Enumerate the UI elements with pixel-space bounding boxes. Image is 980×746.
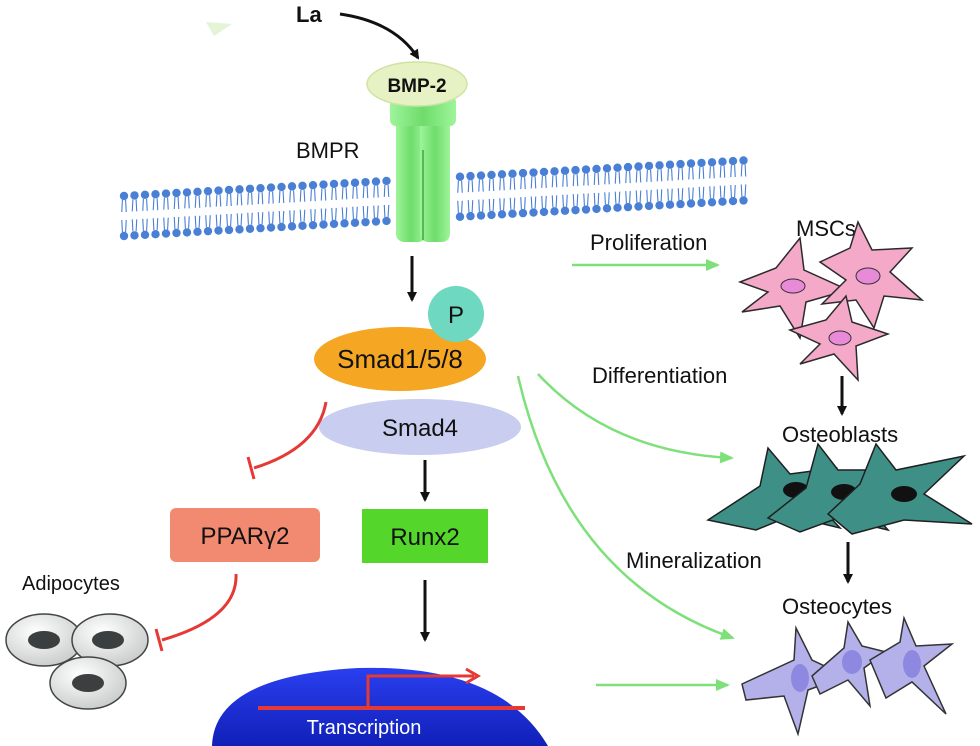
smad4-label: Smad4	[382, 415, 458, 442]
ppar-label: PPARγ2	[201, 523, 290, 550]
ligand-label: La	[296, 2, 322, 27]
ppar-box	[170, 508, 320, 562]
osteoblasts-label: Osteoblasts	[782, 422, 898, 447]
adipocyte-cells	[5, 613, 149, 710]
msc-label: MSCs	[796, 216, 856, 241]
bmp2-label: BMP-2	[387, 76, 446, 97]
smad4-ellipse	[319, 399, 521, 455]
smad158-ellipse	[314, 327, 486, 391]
differentiation-label: Differentiation	[592, 363, 727, 388]
bmpr-receptor	[390, 96, 456, 242]
bmp2-ellipse	[366, 61, 468, 107]
osteocytes-label: Osteocytes	[782, 594, 892, 619]
smad-inhibits-ppar	[253, 401, 328, 470]
smad158-label: Smad1/5/8	[337, 344, 463, 374]
mineralization-arrow	[516, 375, 735, 640]
cell-membrane	[119, 156, 748, 241]
runx2-box	[362, 509, 488, 563]
receptor-label: BMPR	[296, 138, 360, 163]
mineralization-label: Mineralization	[626, 548, 762, 573]
runx2-label: Runx2	[390, 524, 459, 551]
differentiation-arrow	[537, 373, 734, 464]
msc-cells	[737, 219, 925, 383]
ligand-arrow	[339, 12, 420, 60]
transcription-label: Transcription	[307, 717, 422, 739]
transcription-start-arrow	[366, 674, 474, 708]
osteocyte-cells	[741, 615, 955, 737]
phospho-label: P	[448, 302, 464, 329]
ppar-inhibits-adipocytes	[161, 573, 238, 642]
proliferation-label: Proliferation	[590, 230, 707, 255]
adipocytes-label: Adipocytes	[22, 573, 120, 595]
osteoblast-cells	[706, 442, 973, 535]
decorative-mark	[206, 22, 232, 36]
phospho-circle	[428, 286, 484, 342]
